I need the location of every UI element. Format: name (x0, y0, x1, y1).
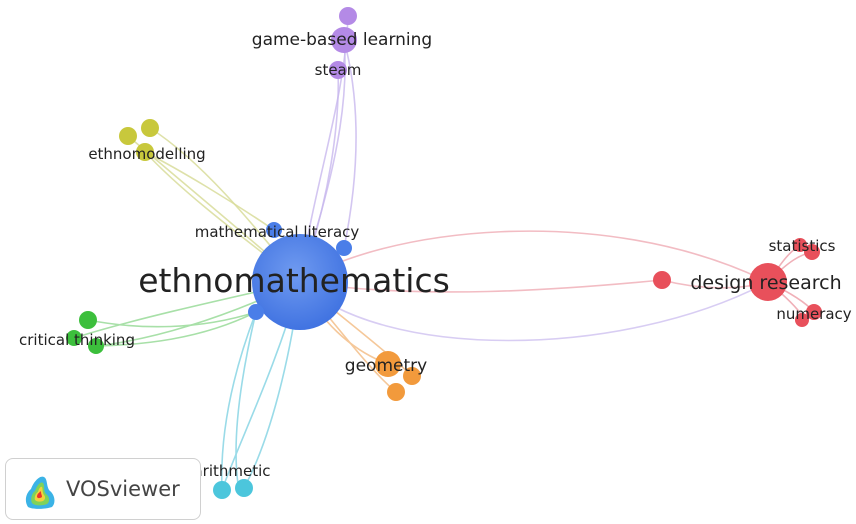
label-steam: steam (315, 61, 362, 79)
node-design-research[interactable] (749, 263, 787, 301)
node-statistics[interactable] (804, 244, 820, 260)
node-ethnomathematics[interactable] (252, 234, 348, 330)
edge (235, 311, 257, 485)
node-blue-minor[interactable] (336, 240, 352, 256)
edge (299, 281, 769, 342)
node-green-minor[interactable] (88, 338, 104, 354)
node-arithmetic[interactable] (213, 481, 231, 499)
node-mathematical-literacy[interactable] (266, 222, 282, 238)
node-red-minor[interactable] (653, 271, 671, 289)
node-green-minor[interactable] (79, 311, 97, 329)
node-orange-minor[interactable] (403, 367, 421, 385)
label-statistics: statistics (769, 237, 836, 255)
label-mathematical-literacy: mathematical literacy (195, 223, 360, 241)
node-orange-minor[interactable] (387, 383, 405, 401)
vosviewer-logo-icon (25, 476, 55, 509)
label-layer: ethnomathematics mathematical literacy d… (19, 30, 852, 480)
vosviewer-badge: VOSviewer (5, 458, 201, 520)
node-red-minor[interactable] (795, 313, 809, 327)
node-blue-minor[interactable] (248, 304, 264, 320)
label-design-research: design research (690, 272, 841, 294)
node-game-based-learning[interactable] (331, 27, 357, 53)
edge (299, 279, 663, 293)
label-critical-thinking: critical thinking (19, 331, 135, 349)
label-ethnomodelling: ethnomodelling (88, 145, 205, 163)
vosviewer-brand-label: VOSviewer (66, 477, 180, 501)
label-game-based-learning: game-based learning (252, 30, 432, 50)
edge-layer (73, 15, 815, 491)
edge (343, 39, 357, 249)
edge (220, 311, 257, 491)
node-critical-thinking[interactable] (66, 330, 82, 346)
node-geometry[interactable] (375, 351, 401, 377)
node-purple-minor[interactable] (339, 7, 357, 25)
node-layer (66, 7, 822, 499)
node-yellow-minor[interactable] (119, 127, 137, 145)
edge (144, 151, 275, 231)
node-red-minor[interactable] (793, 238, 807, 252)
node-yellow-minor[interactable] (141, 119, 159, 137)
node-cyan-minor[interactable] (235, 479, 253, 497)
label-arithmetic: arithmetic (193, 462, 270, 480)
node-numeracy[interactable] (806, 304, 822, 320)
node-steam[interactable] (329, 61, 347, 79)
label-numeracy: numeracy (776, 305, 851, 323)
edge (95, 311, 257, 347)
node-ethnomodelling[interactable] (136, 143, 154, 161)
label-ethnomathematics: ethnomathematics (138, 261, 450, 300)
label-geometry: geometry (345, 356, 427, 376)
edge (87, 311, 257, 328)
